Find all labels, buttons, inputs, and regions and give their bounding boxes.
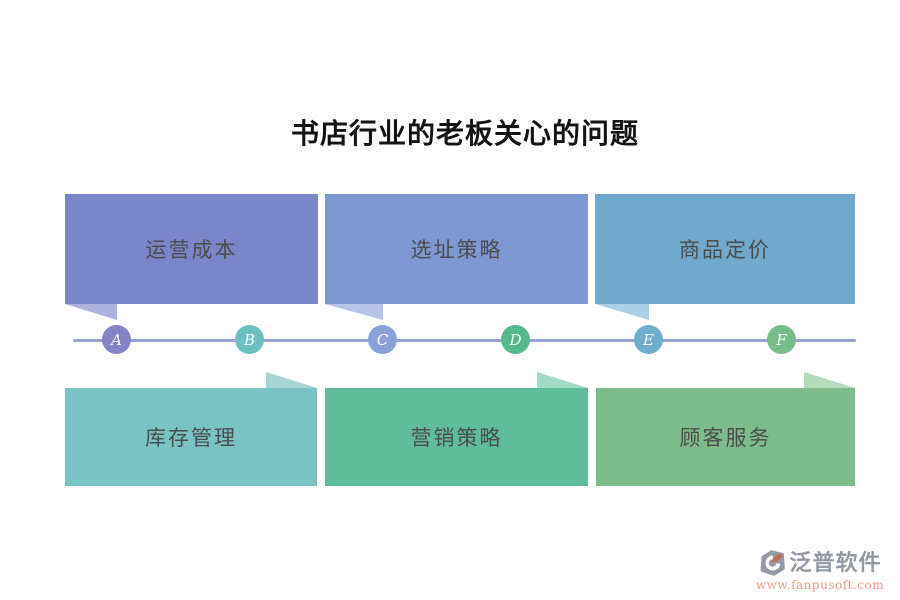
brand-name: 泛普软件 bbox=[789, 549, 882, 576]
node-label: C bbox=[376, 330, 389, 349]
timeline-node-c: C bbox=[368, 325, 397, 354]
topic-box-operating-cost: 运营成本 bbox=[65, 194, 318, 304]
timeline-node-a: A bbox=[102, 325, 131, 354]
bubble-tail bbox=[266, 372, 317, 388]
bubble-tail bbox=[804, 372, 855, 388]
timeline-node-d: D bbox=[501, 325, 530, 354]
brand-logo: 泛普软件 www.fanpusoft.com bbox=[752, 549, 888, 592]
topic-box-location-strategy: 选址策略 bbox=[325, 194, 588, 304]
topic-label: 顾客服务 bbox=[679, 426, 772, 450]
topic-label: 商品定价 bbox=[679, 238, 771, 262]
timeline-node-b: B bbox=[235, 325, 264, 354]
topic-label: 营销策略 bbox=[410, 426, 503, 450]
bubble-tail bbox=[325, 304, 383, 320]
page-title: 书店行业的老板关心的问题 bbox=[290, 117, 639, 150]
node-label: E bbox=[643, 330, 654, 349]
node-label: A bbox=[111, 330, 122, 349]
topic-label: 选址策略 bbox=[410, 238, 503, 262]
fanpu-logo-icon bbox=[758, 549, 786, 577]
node-label: D bbox=[509, 330, 522, 349]
timeline-line bbox=[73, 339, 856, 342]
timeline-node-f: F bbox=[767, 325, 796, 354]
timeline-node-e: E bbox=[634, 325, 663, 354]
brand-url: www.fanpusoft.com bbox=[755, 577, 885, 592]
topic-label: 库存管理 bbox=[145, 426, 237, 450]
node-label: F bbox=[776, 330, 787, 349]
topic-box-marketing-strategy: 营销策略 bbox=[325, 388, 588, 486]
topic-box-customer-service: 顾客服务 bbox=[596, 388, 855, 486]
node-label: B bbox=[243, 330, 256, 349]
bubble-tail bbox=[65, 304, 117, 320]
topic-box-inventory-management: 库存管理 bbox=[65, 388, 317, 486]
bubble-tail bbox=[537, 372, 588, 388]
bubble-tail bbox=[595, 304, 649, 320]
topic-label: 运营成本 bbox=[145, 238, 238, 262]
topic-box-product-pricing: 商品定价 bbox=[595, 194, 855, 304]
